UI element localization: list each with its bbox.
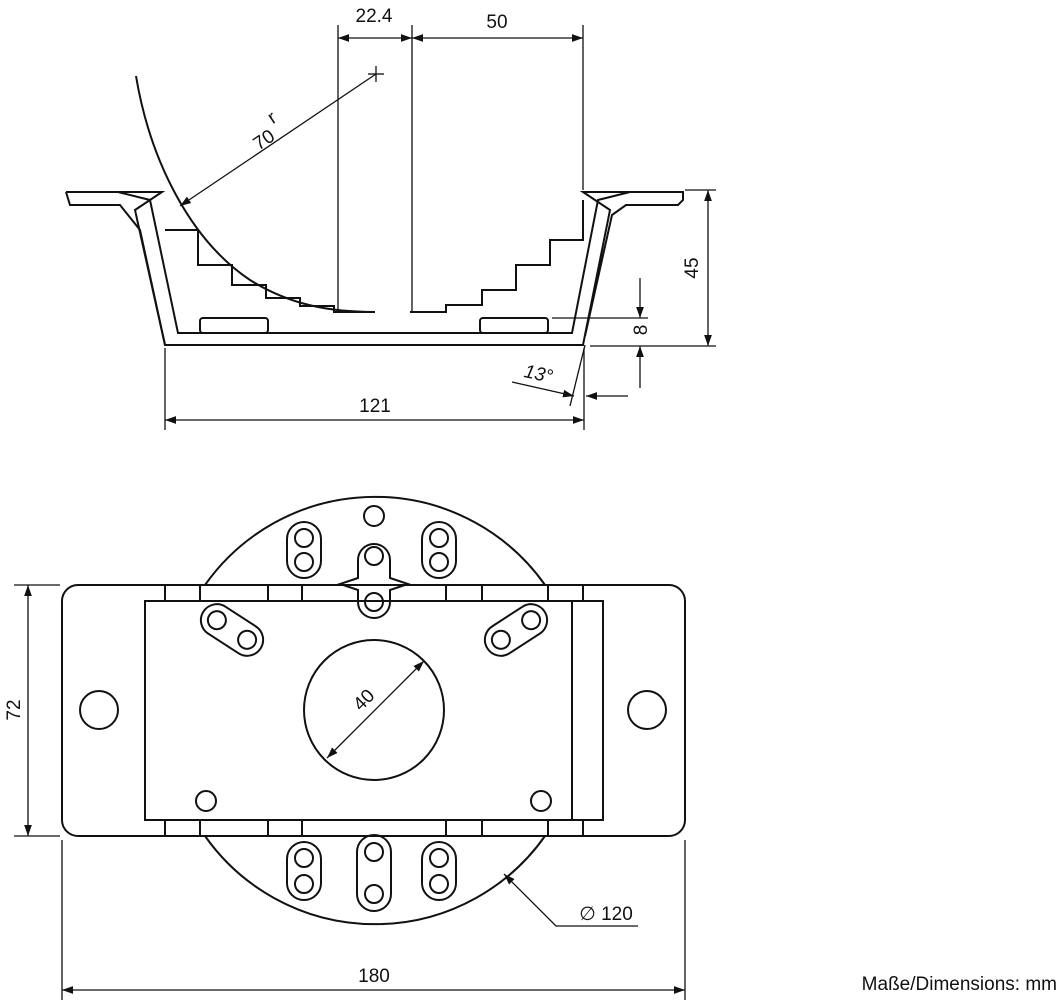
foot-pad-left — [199, 317, 269, 334]
dim-70r-label: 70 — [250, 126, 279, 155]
bracket-outer-outline — [66, 191, 684, 346]
mounting-plate-inner — [144, 600, 604, 821]
center-hole — [303, 639, 445, 781]
side-hole-left — [79, 690, 119, 730]
units-note: Maße/Dimensions: mm — [861, 974, 1057, 995]
top-dimension-lines — [14, 584, 686, 1000]
keyhole-slot-top — [336, 543, 412, 619]
dim-121-label: 121 — [359, 396, 391, 417]
plate-tabs-top — [164, 585, 584, 601]
dim-13deg-label: 13° — [522, 361, 555, 388]
small-hole-bottom-right — [530, 790, 552, 812]
dim-8-label: 8 — [631, 325, 652, 336]
foot-pad-right — [479, 317, 549, 334]
base-circle — [204, 495, 546, 586]
dim-22-4-label: 22.4 — [356, 6, 393, 27]
dim-180-label: 180 — [358, 966, 390, 987]
dim-70r-line — [179, 73, 377, 207]
slot-top-right — [421, 521, 457, 579]
dim-72-label: 72 — [4, 699, 25, 720]
bracket-inner-wall — [117, 191, 631, 334]
dim-40-line — [326, 660, 425, 759]
dim-45-label: 45 — [682, 257, 703, 278]
slot-bottom-center — [356, 834, 392, 912]
dim-13deg-leader — [511, 381, 575, 398]
dim-50-label: 50 — [486, 12, 507, 33]
mounting-plate-outer — [61, 584, 686, 837]
pipe-arc — [135, 75, 376, 313]
top-view — [61, 495, 686, 926]
stepped-profile-right — [410, 200, 584, 313]
side-dimension-lines — [164, 25, 716, 430]
small-hole-bottom-left — [195, 790, 217, 812]
side-hole-right — [627, 690, 667, 730]
dim-120-label: ∅ 120 — [579, 904, 633, 925]
slot-bottom-left — [286, 841, 322, 901]
bracket-left-flange — [65, 191, 166, 346]
small-hole-top — [363, 505, 385, 527]
dim-120-leader — [503, 873, 638, 927]
side-view — [65, 75, 684, 346]
slot-top-left — [286, 521, 322, 579]
slot-bottom-right — [421, 841, 457, 901]
slot-diag-left — [199, 603, 265, 657]
plate-tabs-bottom — [164, 820, 584, 836]
slot-diag-right — [483, 603, 549, 657]
stepped-profile-left — [165, 229, 375, 313]
